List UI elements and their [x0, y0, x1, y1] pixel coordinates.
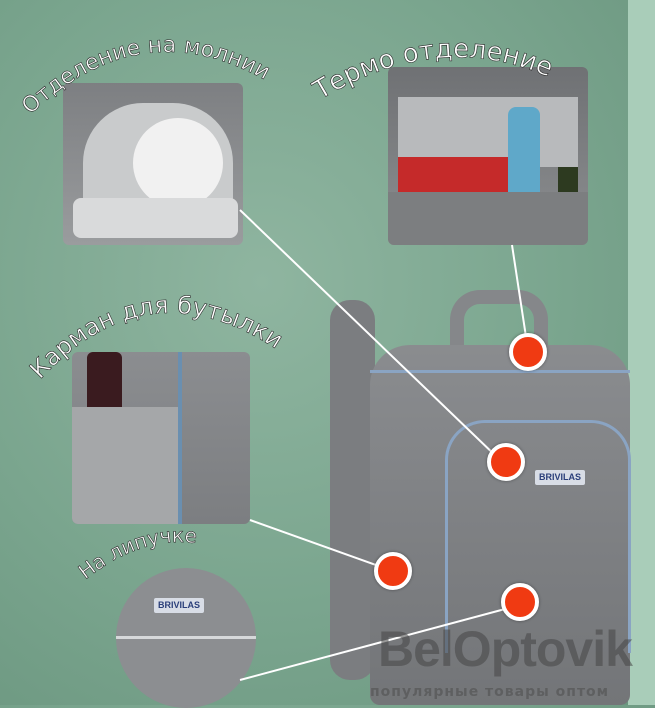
thermo-compartment-photo	[388, 67, 588, 245]
connector-thermo	[511, 244, 529, 351]
watermark-subtitle: популярные товары оптом	[370, 684, 610, 700]
label-bottle-pocket: Карман для бутылки	[24, 291, 288, 384]
label-velcro: На липучке	[74, 523, 198, 584]
brand-label-backpack: BRIVILAS	[535, 470, 586, 485]
connector-velcro	[239, 604, 521, 681]
zip-compartment-photo	[63, 83, 243, 245]
connector-bottle	[249, 519, 391, 571]
right-edge-strip	[628, 0, 655, 705]
watermark-title: BelOptovik	[378, 621, 633, 677]
marker-bottle	[374, 552, 412, 590]
label-thermo-compartment: Термо отделение	[308, 34, 558, 106]
marker-thermo	[509, 333, 547, 371]
marker-velcro	[501, 583, 539, 621]
velcro-photo: BRIVILAS	[116, 568, 256, 708]
backpack-image: BRIVILAS	[320, 290, 650, 705]
brand-label-velcro: BRIVILAS	[154, 598, 205, 613]
marker-zip	[487, 443, 525, 481]
connector-zip	[239, 209, 501, 461]
label-zip-compartment: Отделение на молнии	[17, 33, 274, 119]
bottle-pocket-photo	[72, 352, 250, 524]
